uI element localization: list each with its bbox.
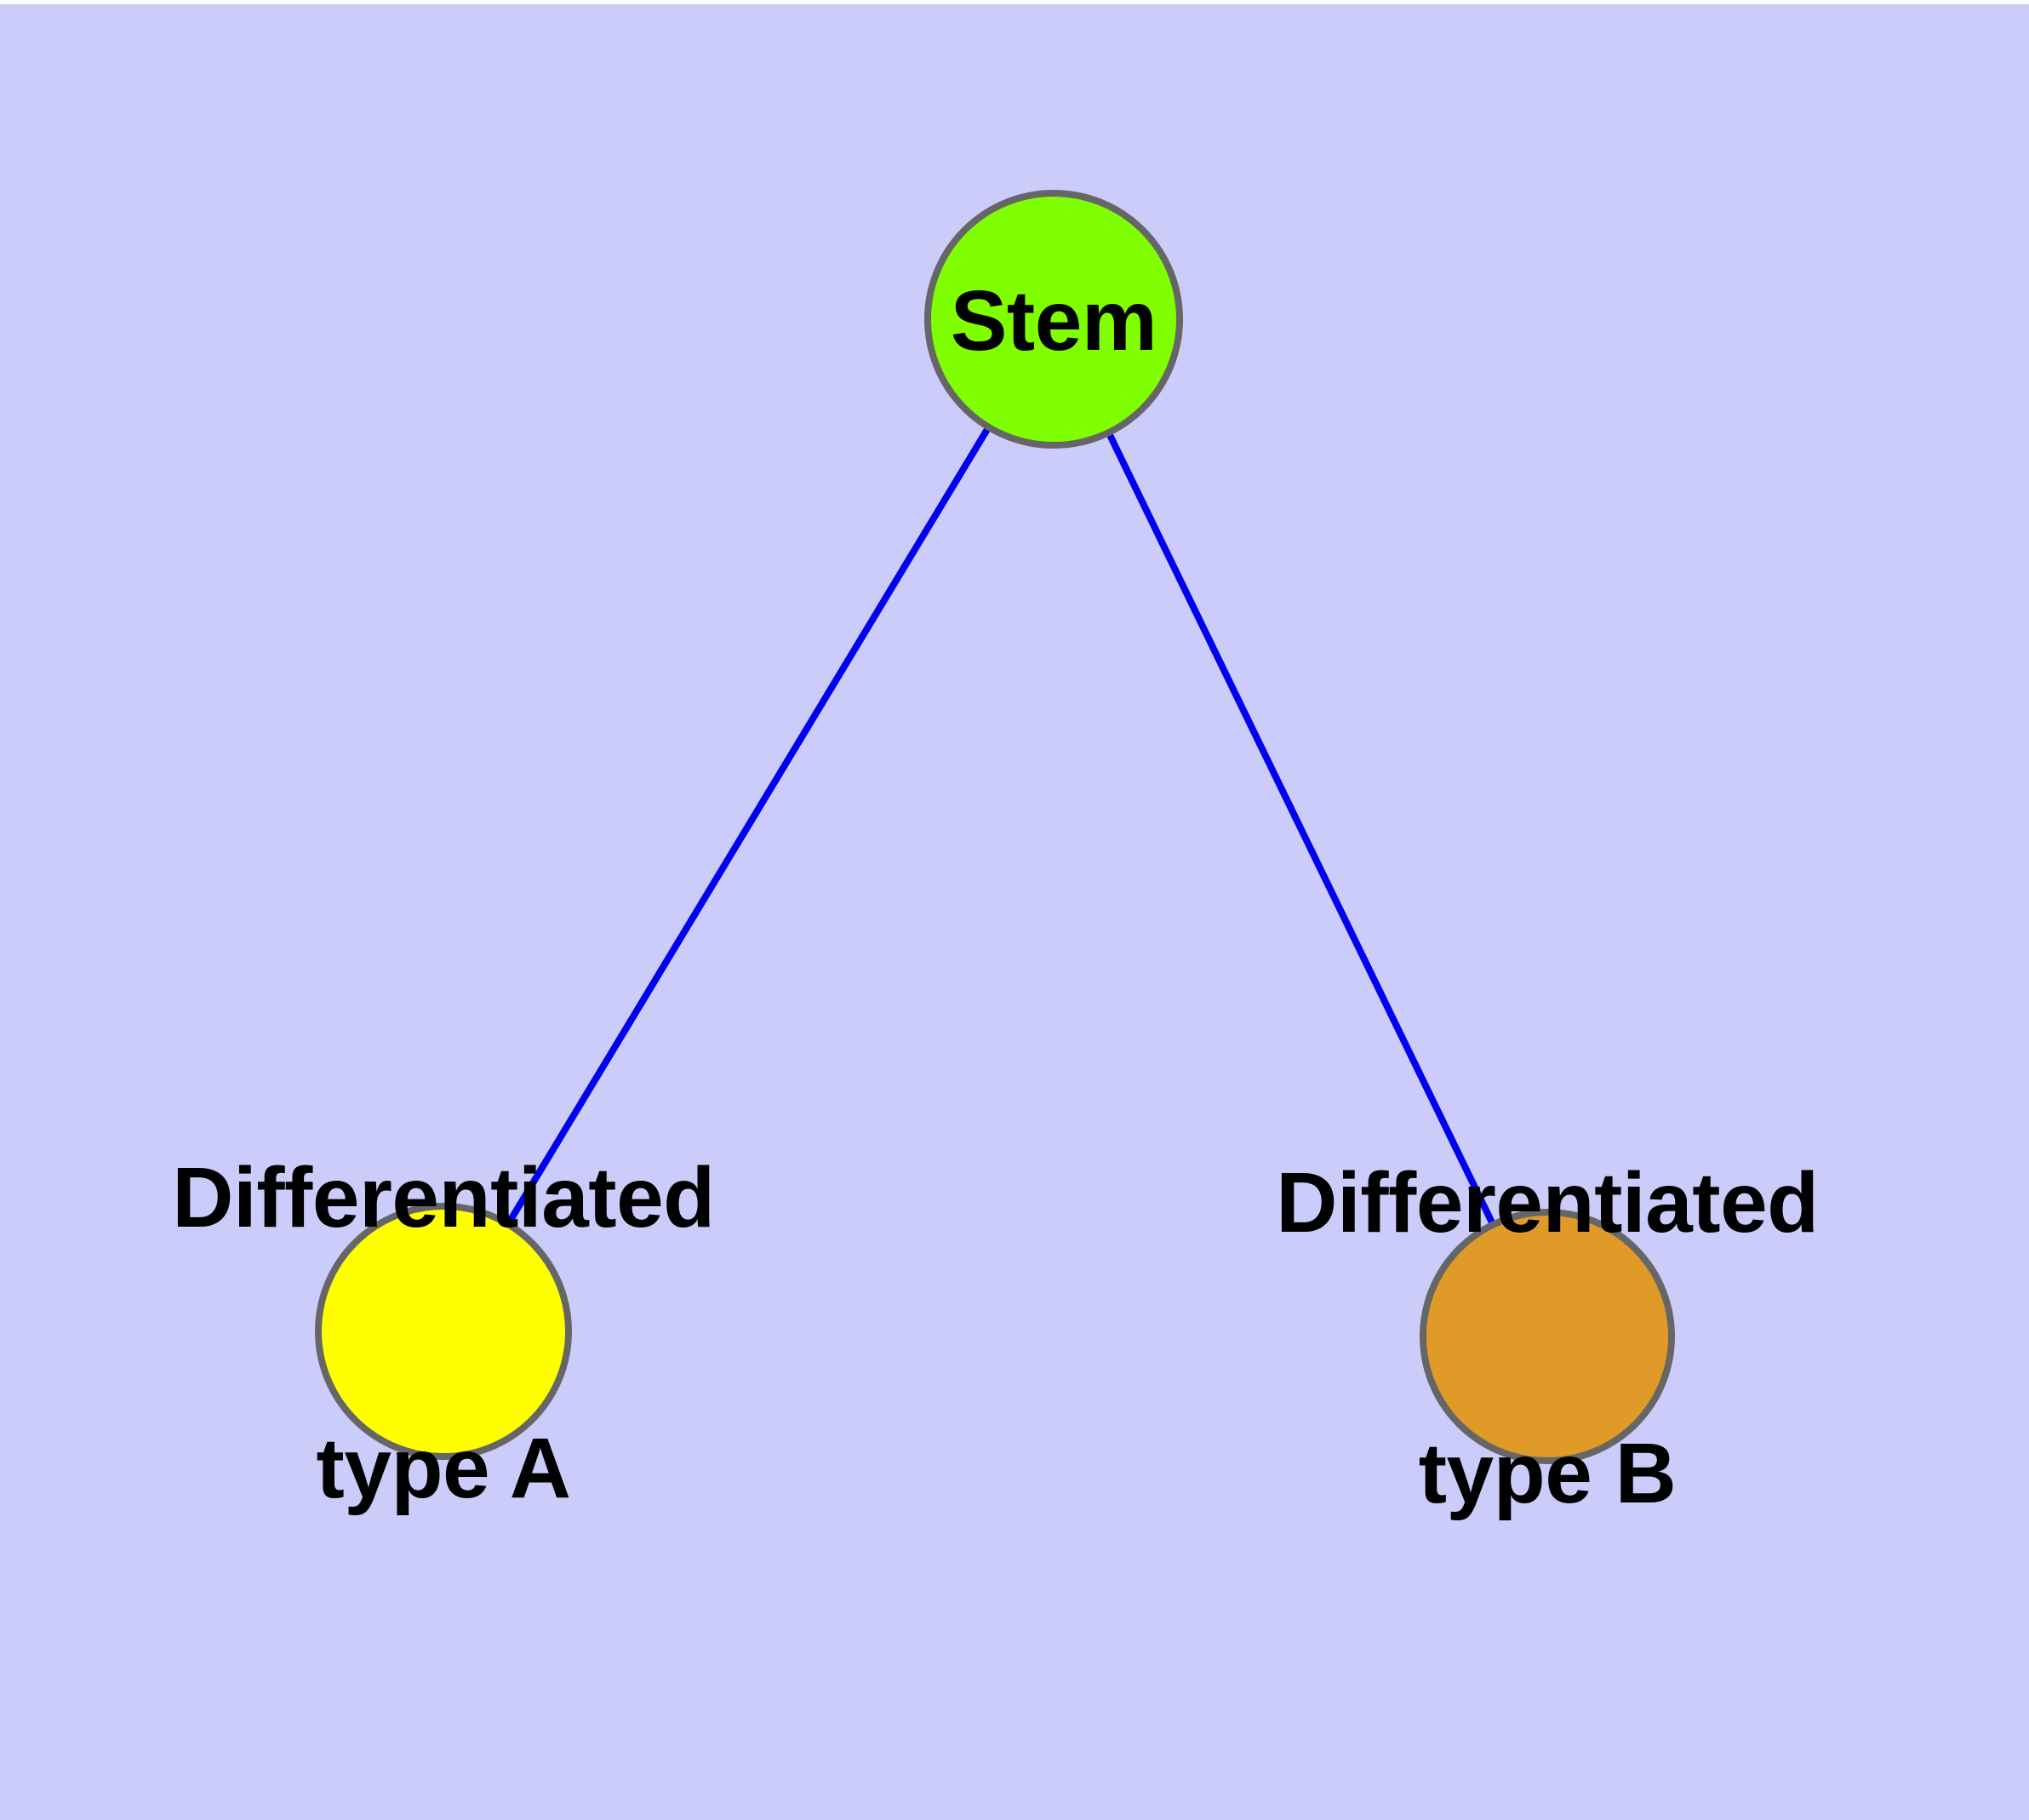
node-layer: [315, 190, 1675, 1464]
edge-stem-diff-a[interactable]: [440, 317, 1057, 1334]
node-diff-a-circle[interactable]: [315, 1203, 572, 1460]
node-diff-b-circle[interactable]: [1420, 1209, 1675, 1464]
graph-svg: [315, 190, 1675, 1464]
edge-stem-diff-b[interactable]: [1050, 318, 1551, 1338]
edge-layer: [440, 317, 1551, 1338]
node-stem-circle[interactable]: [924, 190, 1183, 449]
graph-background: Stem Differentiated type A Differentiate…: [0, 4, 2029, 1820]
